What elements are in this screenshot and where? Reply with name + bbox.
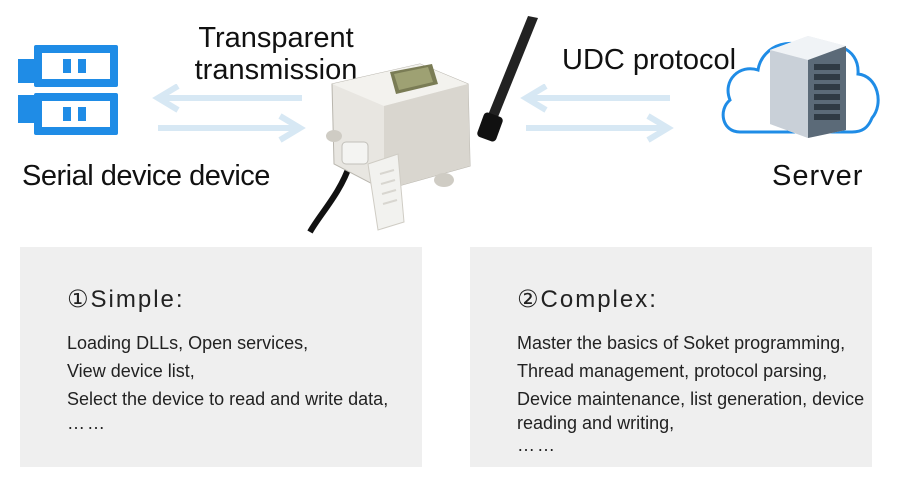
simple-lines: Loading DLLs, Open services, View device…: [67, 329, 427, 433]
complex-line: Device maintenance, list generation, dev…: [517, 389, 865, 433]
cloud-server-icon: [721, 36, 880, 138]
udc-protocol-label: UDC protocol: [562, 44, 737, 76]
complex-line: Thread management, protocol parsing,: [517, 361, 828, 381]
transparent-transmission-label: Transparent transmission: [186, 22, 366, 86]
left-arrows: [152, 84, 306, 143]
transparent-line1: Transparent: [198, 22, 354, 54]
right-arrows: [520, 84, 674, 143]
simple-line: Loading DLLs, Open services,: [67, 333, 309, 353]
complex-line: Master the basics of Soket programming,: [517, 333, 846, 353]
wireless-sensor-device: [307, 16, 538, 234]
serial-device-icon: [18, 45, 118, 135]
complex-ellipsis: ……: [517, 435, 557, 455]
serial-device-label: Serial device device: [22, 160, 270, 192]
simple-line: Select the device to read and write data…: [67, 389, 389, 409]
simple-ellipsis: ……: [67, 413, 107, 433]
server-label: Server: [772, 160, 864, 192]
complex-lines: Master the basics of Soket programming, …: [517, 329, 877, 455]
transparent-line2: transmission: [194, 54, 358, 86]
complex-title: ②Complex:: [517, 286, 658, 313]
simple-line: View device list,: [67, 361, 195, 381]
simple-panel: ①Simple: Loading DLLs, Open services, Vi…: [20, 247, 422, 467]
complex-panel: ②Complex: Master the basics of Soket pro…: [470, 247, 872, 467]
simple-title: ①Simple:: [67, 286, 185, 313]
